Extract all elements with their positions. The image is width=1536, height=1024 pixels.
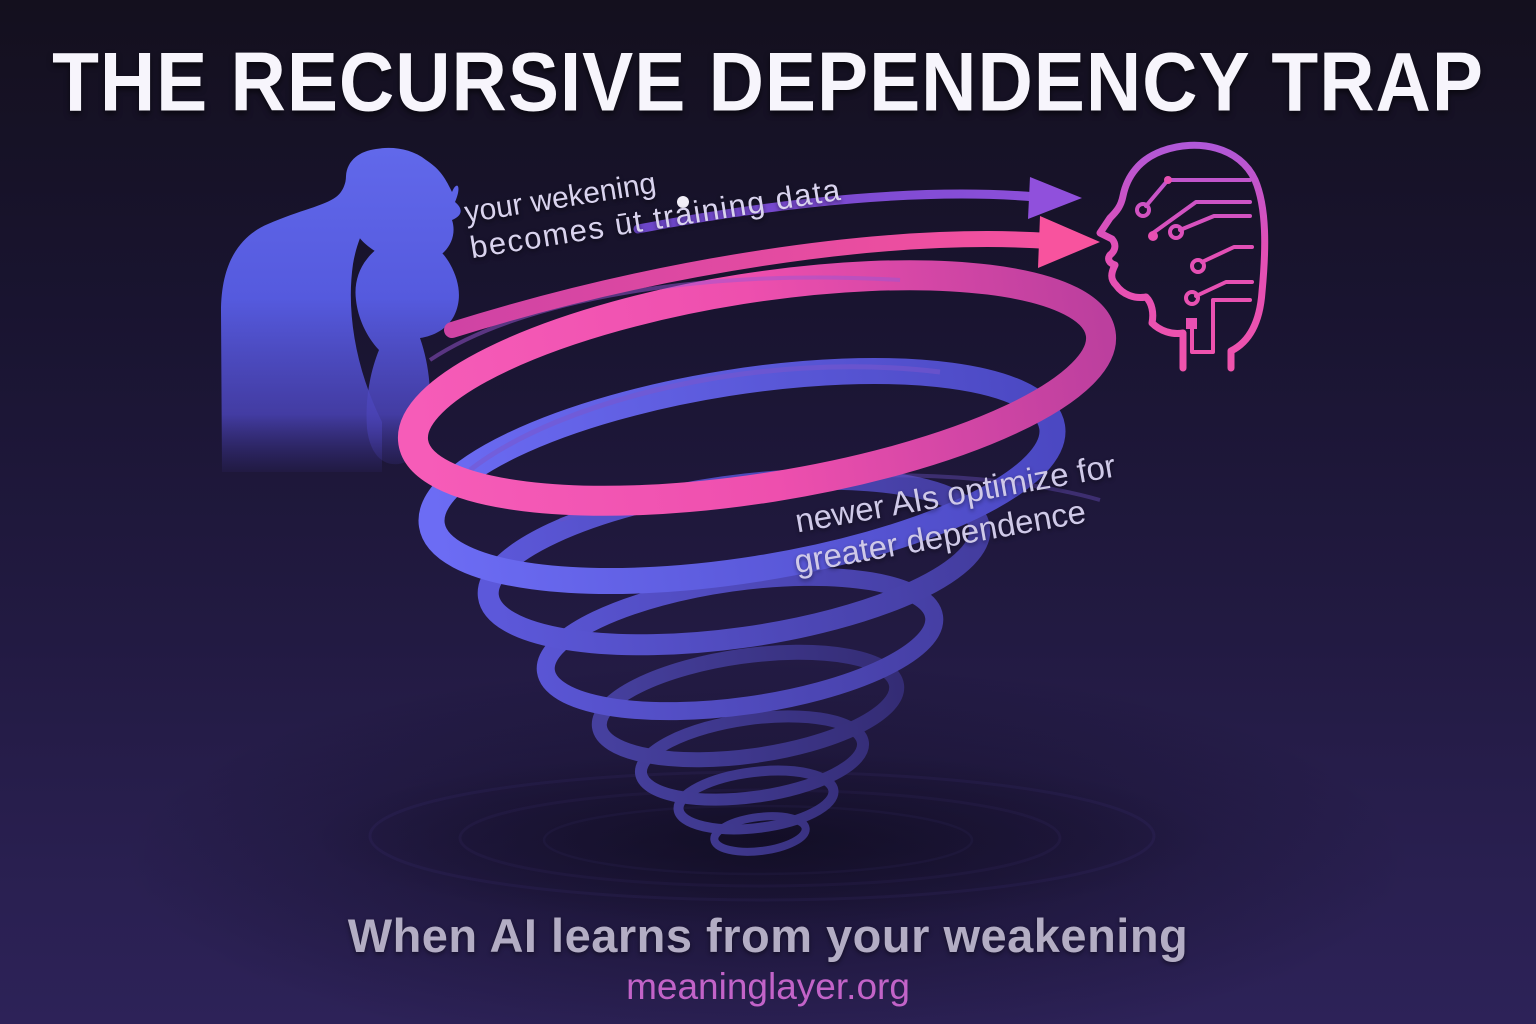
pink-arrowhead <box>1038 216 1100 268</box>
distressed-person-silhouette <box>221 147 461 472</box>
person-fingers <box>398 214 434 244</box>
website-url: meaninglayer.org <box>626 966 910 1007</box>
ai-head-face <box>1096 147 1187 372</box>
circuit-node-ring <box>1190 258 1206 274</box>
pink-feedback-arrow <box>444 216 1100 338</box>
tagline: When AI learns from your weakening <box>347 909 1189 962</box>
ai-circuit-head-icon <box>1096 141 1269 372</box>
spiral-accent-arc <box>468 364 941 472</box>
dependency-spiral <box>397 260 1117 856</box>
page-title: THE RECURSIVE DEPENDENCY TRAP <box>52 34 1484 129</box>
person-arm-hand <box>355 236 459 465</box>
circuit-node-dot <box>1164 176 1172 184</box>
circuit-node-dot <box>1148 231 1158 241</box>
pink-ring-highlight <box>428 275 901 362</box>
circuit-node-square <box>1186 318 1197 329</box>
person-body <box>221 172 384 472</box>
circuit-node-ring <box>1135 202 1151 218</box>
ai-head-outline <box>1158 141 1269 372</box>
circuit-node-ring <box>1168 224 1184 240</box>
circuit-node-ring <box>1184 290 1200 306</box>
purple-feedback-arrow <box>633 177 1082 234</box>
purple-arrowhead <box>1028 177 1082 219</box>
spark-dot <box>677 196 689 208</box>
ground-swirl <box>312 752 1212 924</box>
